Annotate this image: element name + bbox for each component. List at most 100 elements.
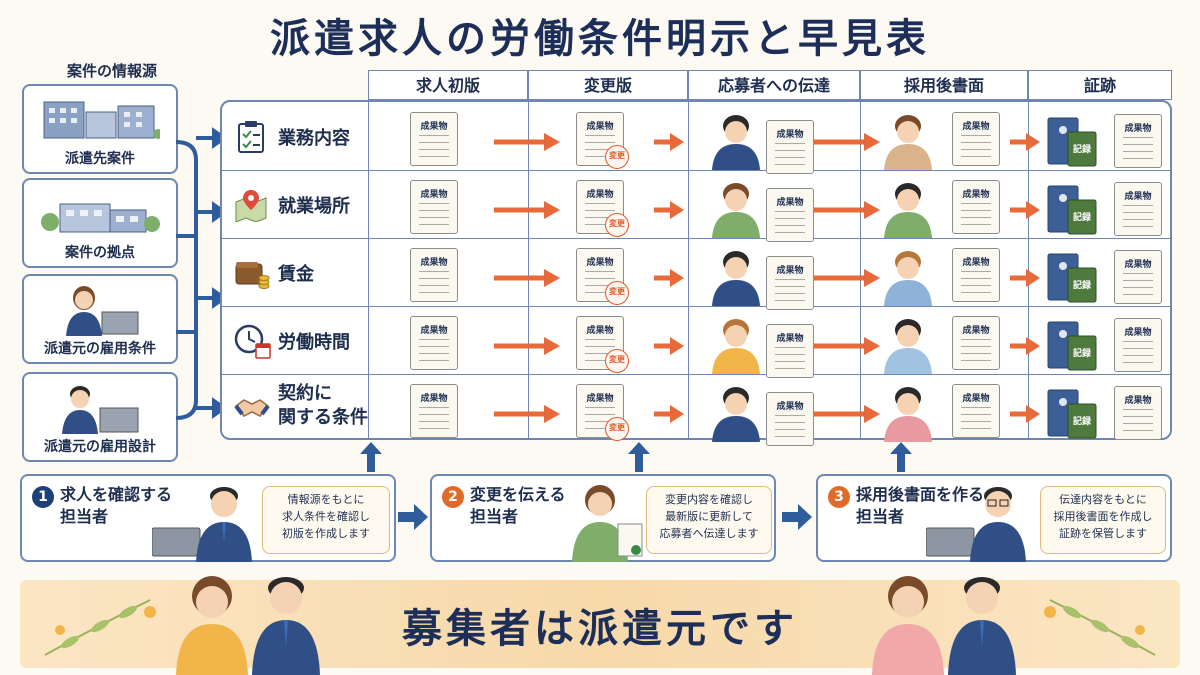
- right-arrow-icon: [1010, 405, 1040, 423]
- staff-at-desk-person: [884, 183, 932, 238]
- right-arrow-icon: [814, 337, 880, 355]
- step-title: 求人を確認する 担当者: [60, 485, 173, 526]
- right-arrow-icon: [398, 504, 428, 530]
- applicant-contact-person: [712, 387, 760, 442]
- source-label: 派遣先案件: [65, 151, 135, 167]
- source-connector: [175, 127, 224, 420]
- flower-branch-icon: [44, 599, 156, 656]
- source-label: 案件の拠点: [65, 245, 135, 261]
- binder-label: 記録: [1073, 143, 1092, 155]
- clipboard-icon: [238, 121, 264, 153]
- document-label: 成果物: [962, 122, 990, 132]
- deliverable-document: 成果物: [410, 180, 458, 234]
- staff-at-desk-person: [884, 251, 932, 306]
- right-arrow-icon: [654, 337, 684, 355]
- right-arrow-icon: [814, 201, 880, 219]
- right-arrow-icon: [494, 201, 560, 219]
- two-staff-illustration: [176, 576, 320, 675]
- deliverable-document: 成果物: [410, 112, 458, 166]
- handshake-icon: [234, 399, 270, 417]
- step-description-bubble: 変更内容を確認し 最新版に更新して 応募者へ伝達します: [646, 486, 772, 554]
- row-label: 就業場所: [278, 196, 350, 217]
- deliverable-document: 成果物: [766, 120, 814, 174]
- change-stamp: 変更: [605, 213, 629, 237]
- staff-at-desk-person: [884, 387, 932, 442]
- deliverable-document: 成果物 変更: [576, 248, 629, 305]
- deliverable-document: 成果物: [952, 316, 1000, 370]
- binder-label: 記録: [1073, 415, 1092, 427]
- applicant-contact-person: [712, 115, 760, 170]
- step-2-box: 2 変更を伝える 担当者 変更内容を確認し 最新版に更新して 応募者へ伝達します: [430, 474, 776, 562]
- deliverable-document: 成果物 変更: [576, 316, 629, 373]
- document-label: 成果物: [420, 122, 448, 132]
- change-stamp: 変更: [605, 145, 629, 169]
- deliverable-document: 成果物: [766, 392, 814, 446]
- binder-record-icon: 記録: [1047, 389, 1097, 439]
- binder-record-icon: 記録: [1047, 321, 1097, 371]
- column-header: 証跡: [1028, 70, 1172, 100]
- deliverable-document: 成果物 変更: [576, 112, 629, 169]
- column-header: 求人初版: [368, 70, 528, 100]
- step-1-box: 1 求人を確認する 担当者 情報源をもとに 求人条件を確認し 初版を作成します: [20, 474, 396, 562]
- deliverable-document: 成果物: [766, 188, 814, 242]
- source-employment-design: 派遣元の雇用設計: [22, 372, 178, 462]
- applicant-contact-person: [712, 319, 760, 374]
- step-description-bubble: 伝達内容をもとに 採用後書面を作成し 証跡を保管します: [1040, 486, 1166, 554]
- right-arrow-icon: [814, 133, 880, 151]
- step-number-badge: 2: [442, 486, 464, 508]
- right-arrow-icon: [1010, 269, 1040, 287]
- document-label: 成果物: [420, 190, 448, 200]
- person-laptop-icon: [62, 386, 139, 434]
- document-label: 成果物: [420, 258, 448, 268]
- document-label: 成果物: [1124, 328, 1152, 338]
- deliverable-document: 成果物: [1114, 182, 1162, 236]
- document-label: 成果物: [586, 326, 614, 336]
- step-description-bubble: 情報源をもとに 求人条件を確認し 初版を作成します: [262, 486, 390, 554]
- right-arrow-icon: [814, 405, 880, 423]
- person-laptop-icon: [66, 286, 139, 336]
- right-arrow-icon: [494, 133, 560, 151]
- document-label: 成果物: [420, 326, 448, 336]
- row-label: 賃金: [278, 264, 314, 285]
- wallet-icon: [235, 262, 270, 289]
- document-label: 成果物: [776, 402, 804, 412]
- document-label: 成果物: [586, 122, 614, 132]
- document-label: 成果物: [962, 258, 990, 268]
- binder-record-icon: 記録: [1047, 117, 1097, 167]
- right-arrow-icon: [814, 269, 880, 287]
- right-arrow-icon: [494, 405, 560, 423]
- office-building-icon: [43, 101, 160, 139]
- document-label: 成果物: [962, 394, 990, 404]
- staff-with-document-icon: [572, 485, 643, 562]
- deliverable-document: 成果物: [1114, 114, 1162, 168]
- deliverable-document: 成果物: [952, 180, 1000, 234]
- right-arrow-icon: [782, 504, 812, 530]
- column-header: 変更版: [528, 70, 688, 100]
- banner-title: 募集者は派遣元です: [402, 606, 798, 652]
- deliverable-document: 成果物 変更: [576, 180, 629, 237]
- deliverable-document: 成果物: [1114, 250, 1162, 304]
- document-label: 成果物: [586, 394, 614, 404]
- source-label: 派遣元の雇用条件: [44, 341, 156, 357]
- sources-label: 案件の情報源: [66, 62, 157, 80]
- step-title: 変更を伝える 担当者: [470, 485, 566, 526]
- document-label: 成果物: [776, 198, 804, 208]
- document-label: 成果物: [586, 258, 614, 268]
- flower-branch-icon: [1044, 599, 1156, 656]
- column-header: 応募者への伝達: [688, 70, 860, 100]
- right-arrow-icon: [654, 133, 684, 151]
- source-dispatch-destination: 派遣先案件: [22, 84, 178, 174]
- document-label: 成果物: [776, 266, 804, 276]
- deliverable-document: 成果物: [410, 316, 458, 370]
- right-arrow-icon: [654, 201, 684, 219]
- page-title: 派遣求人の労働条件明示と早見表: [270, 16, 930, 62]
- deliverable-document: 成果物 変更: [576, 384, 629, 441]
- right-arrow-icon: [494, 269, 560, 287]
- binder-label: 記録: [1073, 347, 1092, 359]
- right-arrow-icon: [1010, 201, 1040, 219]
- document-label: 成果物: [962, 326, 990, 336]
- document-label: 成果物: [776, 334, 804, 344]
- document-label: 成果物: [962, 190, 990, 200]
- deliverable-document: 成果物: [766, 324, 814, 378]
- staff-at-desk-person: [884, 319, 932, 374]
